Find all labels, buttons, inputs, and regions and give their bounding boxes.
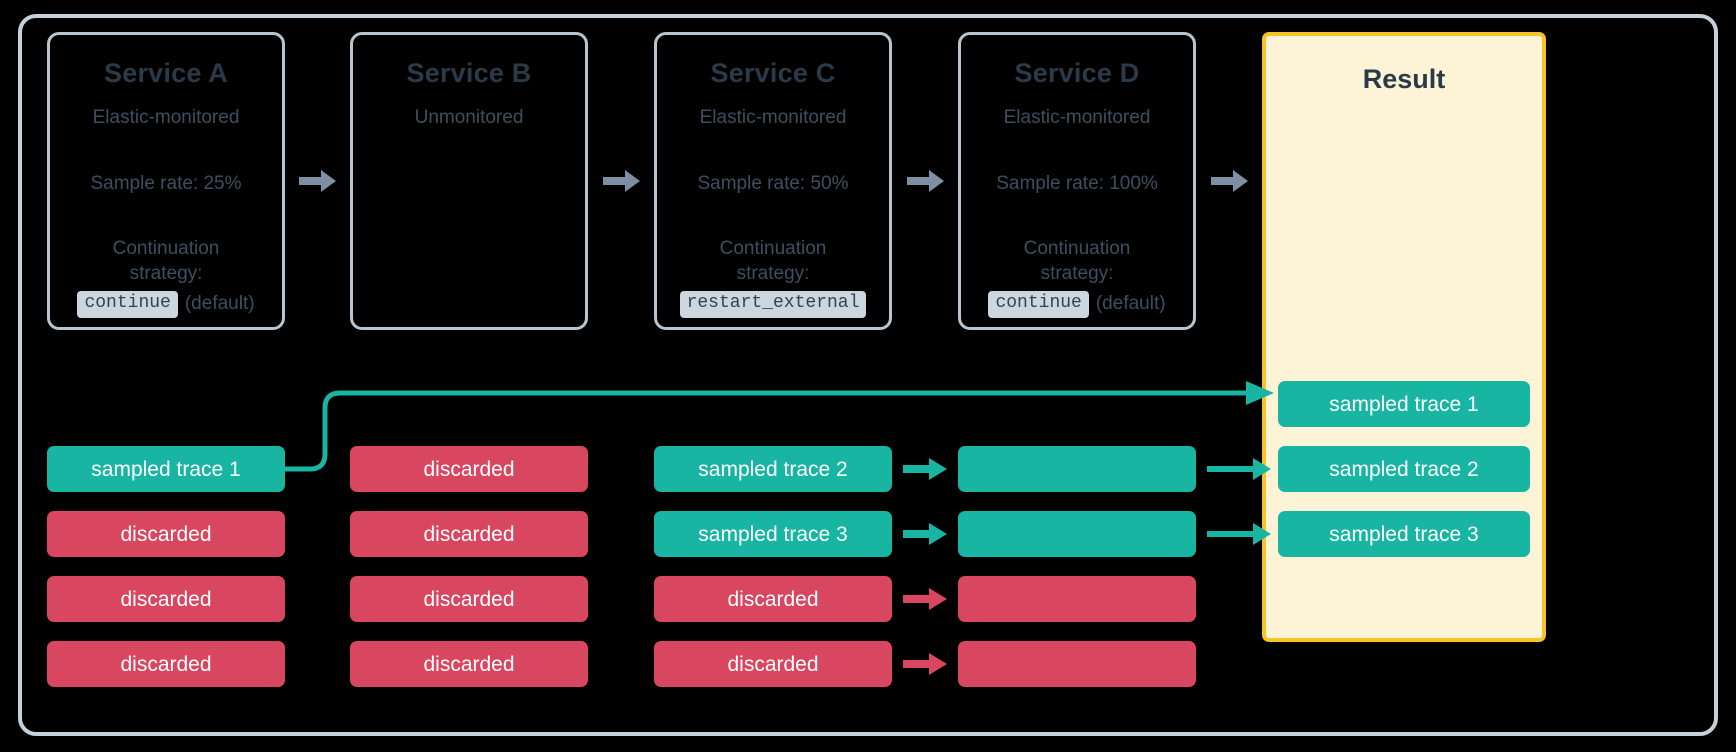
trace-pill-label: discarded	[120, 522, 212, 546]
service-card-c: Service C Elastic-monitored Sample rate:…	[654, 32, 892, 330]
trace-pill-label: discarded	[727, 652, 819, 676]
trace-pill-c-3: discarded	[654, 576, 892, 622]
trace-pill-label: sampled trace 3	[698, 522, 848, 546]
service-a-strategy-label-line1: Continuation	[112, 237, 220, 259]
service-d-strategy-label: Continuation strategy:	[961, 236, 1193, 286]
arrow-trace-c3-to-d3	[903, 586, 947, 612]
service-c-strategy-value: restart_external	[679, 291, 867, 318]
trace-pill-b-4: discarded	[350, 641, 588, 687]
service-d-strategy-value: continue	[988, 291, 1089, 318]
arrow-service-c-to-d	[907, 168, 945, 194]
service-a-strategy-label: Continuation strategy:	[50, 236, 282, 286]
service-b-title: Service B	[406, 58, 532, 88]
trace-pill-c-1: sampled trace 2	[654, 446, 892, 492]
trace-pill-a-2: discarded	[47, 511, 285, 557]
trace-pill-label: discarded	[423, 522, 515, 546]
service-c-strategy-label: Continuation strategy:	[657, 236, 889, 286]
result-pill-1: sampled trace 1	[1278, 381, 1530, 427]
service-d-strategy-line: continue (default)	[961, 291, 1193, 318]
trace-pill-a-3: discarded	[47, 576, 285, 622]
service-a-strategy-value: continue	[77, 291, 178, 318]
service-d-sample-rate: Sample rate: 100%	[996, 173, 1158, 195]
arrow-service-a-to-b	[299, 168, 337, 194]
service-c-title: Service C	[710, 58, 836, 88]
result-pill-label: sampled trace 3	[1329, 522, 1479, 546]
arrow-trace-d2-to-result3	[1207, 521, 1271, 547]
service-card-d: Service D Elastic-monitored Sample rate:…	[958, 32, 1196, 330]
arrow-trace-c2-to-d2	[903, 521, 947, 547]
service-d-strategy-label-line1: Continuation	[1023, 237, 1131, 259]
arrow-trace-d1-to-result2	[1207, 456, 1271, 482]
service-d-monitoring: Elastic-monitored	[1003, 107, 1151, 129]
arrow-trace-c4-to-d4	[903, 651, 947, 677]
service-d-strategy-note: (default)	[1095, 293, 1166, 315]
trace-pill-d-2	[958, 511, 1196, 557]
trace-pill-b-2: discarded	[350, 511, 588, 557]
result-panel-title: Result	[1362, 64, 1446, 94]
trace-pill-label: sampled trace 1	[91, 457, 241, 481]
trace-pill-label: discarded	[423, 457, 515, 481]
service-a-monitoring: Elastic-monitored	[92, 107, 240, 129]
trace-pill-c-4: discarded	[654, 641, 892, 687]
service-c-strategy-label-line2: strategy:	[736, 262, 810, 284]
trace-pill-c-2: sampled trace 3	[654, 511, 892, 557]
service-a-strategy-note: (default)	[184, 293, 255, 315]
trace-pill-label: discarded	[423, 652, 515, 676]
trace-pill-label: discarded	[120, 587, 212, 611]
trace-pill-d-4	[958, 641, 1196, 687]
service-a-strategy-line: continue (default)	[50, 291, 282, 318]
trace-pill-b-3: discarded	[350, 576, 588, 622]
service-card-b: Service B Unmonitored	[350, 32, 588, 330]
trace-pill-label: discarded	[120, 652, 212, 676]
service-c-strategy-label-line1: Continuation	[719, 237, 827, 259]
service-d-strategy-label-line2: strategy:	[1040, 262, 1114, 284]
trace-pill-label: discarded	[423, 587, 515, 611]
result-pill-label: sampled trace 1	[1329, 392, 1479, 416]
arrow-trace-c1-to-d1	[903, 456, 947, 482]
service-card-a: Service A Elastic-monitored Sample rate:…	[47, 32, 285, 330]
trace-pill-a-1: sampled trace 1	[47, 446, 285, 492]
service-c-sample-rate: Sample rate: 50%	[697, 173, 849, 195]
result-pill-2: sampled trace 2	[1278, 446, 1530, 492]
trace-pill-label: sampled trace 2	[698, 457, 848, 481]
trace-pill-label: discarded	[727, 587, 819, 611]
service-a-title: Service A	[104, 58, 228, 88]
trace-pill-d-1	[958, 446, 1196, 492]
service-d-title: Service D	[1014, 58, 1140, 88]
trace-pill-a-4: discarded	[47, 641, 285, 687]
trace-pill-b-1: discarded	[350, 446, 588, 492]
result-pill-label: sampled trace 2	[1329, 457, 1479, 481]
trace-pill-d-3	[958, 576, 1196, 622]
service-c-strategy-line: restart_external	[657, 291, 889, 318]
service-a-strategy-label-line2: strategy:	[129, 262, 203, 284]
service-c-monitoring: Elastic-monitored	[699, 107, 847, 129]
arrow-service-d-to-result	[1211, 168, 1249, 194]
service-a-sample-rate: Sample rate: 25%	[90, 173, 242, 195]
service-b-monitoring: Unmonitored	[414, 107, 524, 129]
arrow-service-b-to-c	[603, 168, 641, 194]
result-pill-3: sampled trace 3	[1278, 511, 1530, 557]
